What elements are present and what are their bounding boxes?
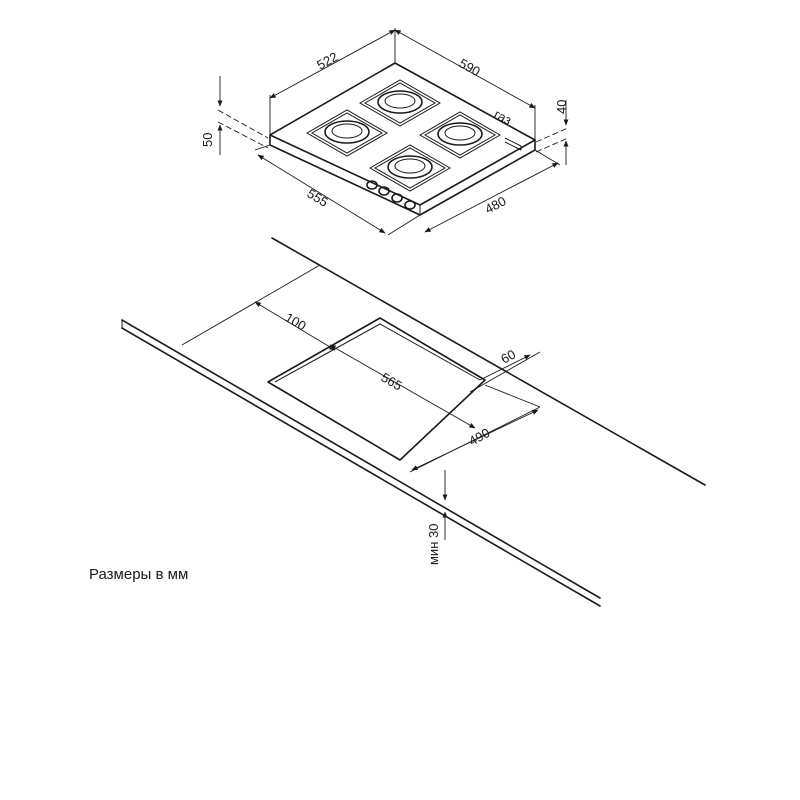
burner-back [358, 79, 442, 127]
cutout-dimensions [181, 264, 541, 540]
cutout-opening [267, 317, 486, 461]
dim-590-label: 590 [457, 56, 483, 80]
dim-40-label: 40 [554, 100, 569, 114]
dim-490-label: 490 [466, 425, 492, 449]
countertop-front-bottom-edge [121, 327, 601, 607]
control-knobs [366, 180, 416, 210]
dim-480-label: 480 [482, 193, 508, 216]
gas-label: газ [492, 106, 515, 127]
dim-522-label: 522 [314, 49, 340, 73]
burner-right [418, 111, 502, 159]
dim-565-label: 565 [379, 370, 405, 394]
burner-left [305, 109, 389, 157]
units-note: Размеры в мм [89, 566, 189, 583]
dim-60-label: 60 [498, 346, 518, 366]
hob-dimensions [217, 28, 569, 236]
countertop-drawing: 100 565 60 490 мин 30 [121, 237, 706, 607]
dim-555-label: 555 [304, 186, 330, 210]
countertop-front-top-edge [121, 319, 601, 599]
dim-50-label: 50 [200, 133, 215, 147]
gas-connector [504, 137, 522, 151]
dim-min30-label: мин 30 [426, 524, 441, 565]
countertop-back-edge [271, 237, 706, 486]
hob-drawing: 522 590 555 480 50 40 газ [200, 28, 569, 236]
burner-front [368, 144, 452, 192]
dim-100-label: 100 [283, 310, 309, 334]
